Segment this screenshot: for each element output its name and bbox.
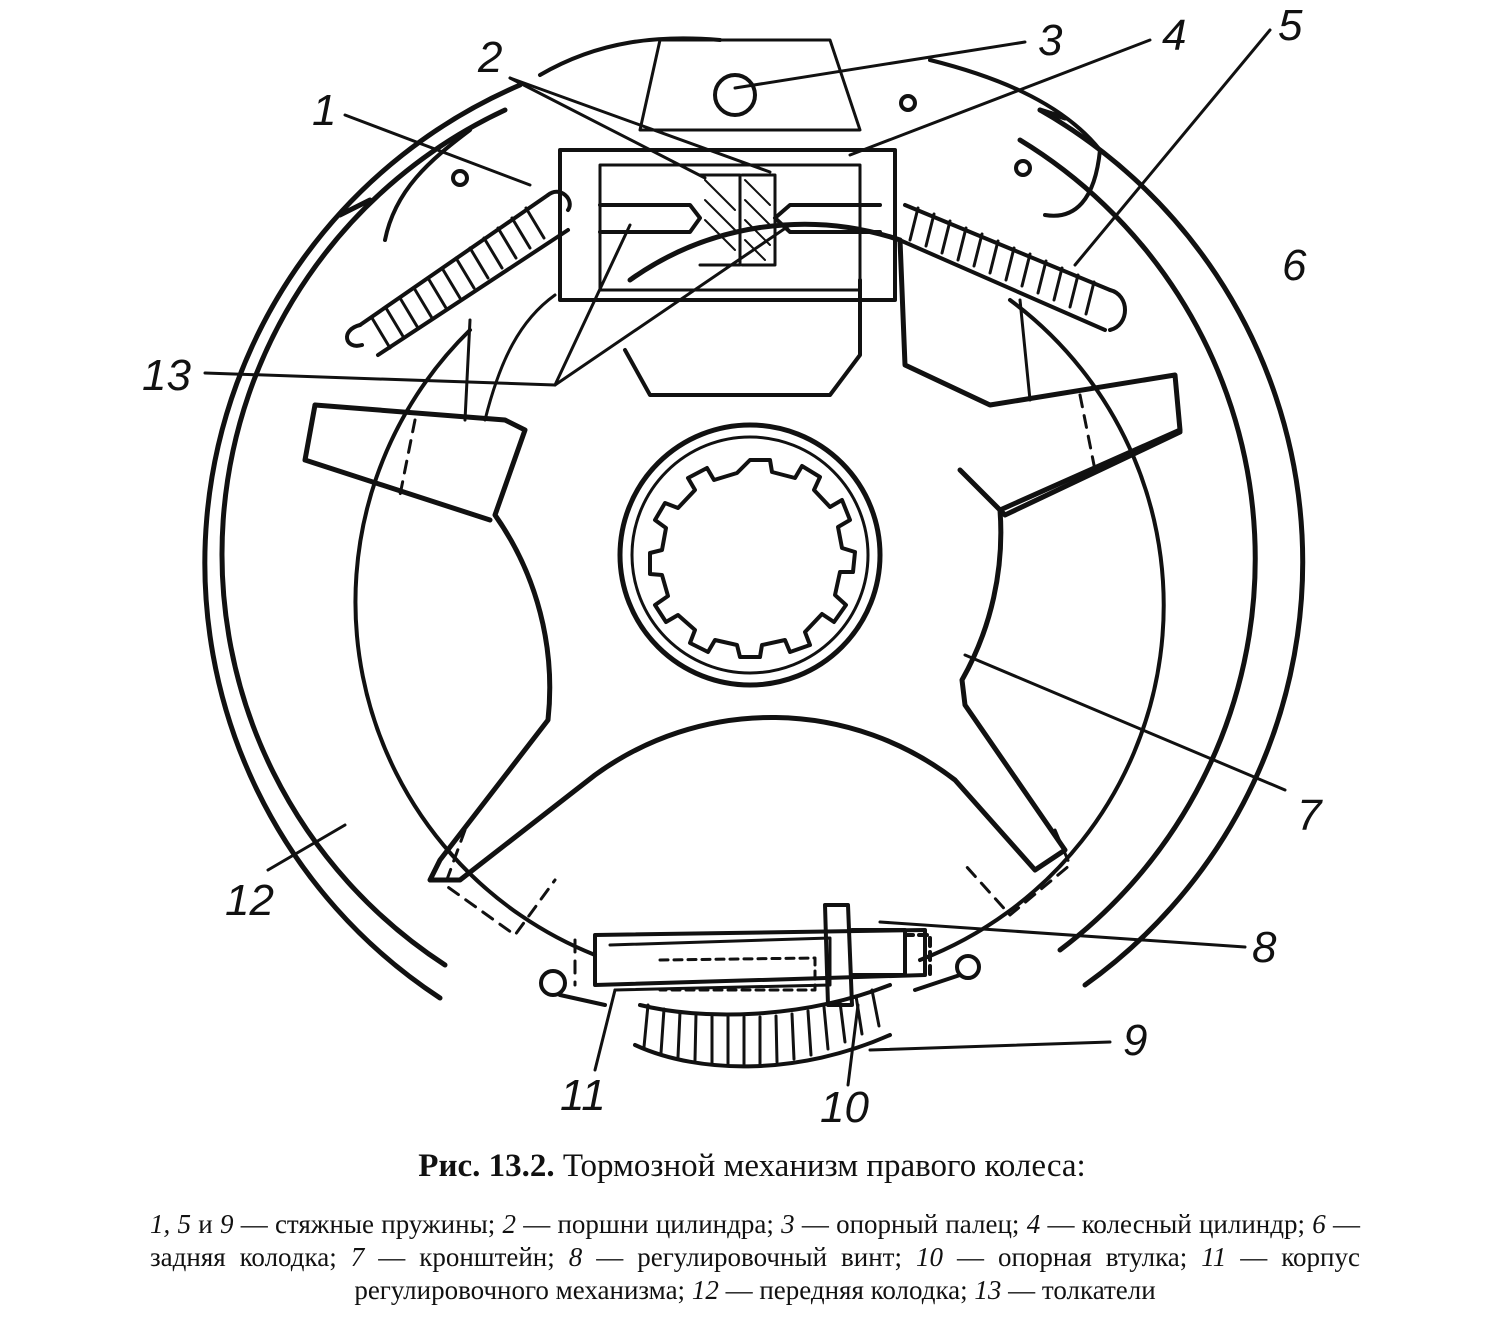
legend-item: 11 — корпус регулировочного механизма;: [354, 1242, 1360, 1305]
upper-spring-left: [345, 189, 572, 357]
lower-spring: [633, 983, 892, 1069]
callout-labels: 1 2 3 4 5 6 7 8 9 10 11 12 13: [142, 1, 1323, 1132]
dashed-guides: [398, 393, 1097, 987]
legend-item: 6 — задняя колодка;: [150, 1209, 1360, 1272]
callout-9: 9: [1123, 1016, 1147, 1065]
bracket: [302, 221, 1183, 883]
legend-item: 12 — передняя колодка;: [691, 1275, 975, 1305]
wheel-cylinder: [558, 148, 897, 302]
upper-spring-right: [893, 203, 1127, 332]
legend-item: 4 — колесный цилиндр;: [1026, 1209, 1313, 1239]
callout-5: 5: [1278, 1, 1303, 50]
callout-11: 11: [560, 1071, 606, 1120]
callout-6: 6: [1282, 241, 1307, 290]
brake-mechanism-drawing: 1 2 3 4 5 6 7 8 9 10 11 12 13: [142, 1, 1323, 1132]
callout-13: 13: [142, 351, 191, 400]
adjuster: [539, 903, 981, 1007]
callout-12: 12: [225, 876, 274, 925]
legend-item: 13 — толкатели: [974, 1275, 1156, 1305]
spline-ring: [648, 458, 857, 659]
figure-title: Тормозной механизм правого колеса:: [562, 1148, 1086, 1184]
callout-10: 10: [820, 1083, 869, 1132]
legend-item: 3 — опорный палец;: [781, 1209, 1027, 1239]
legend-item: 7 — кронштейн;: [350, 1242, 569, 1272]
legend-item: 1, 5 и 9 — стяжные пружины;: [150, 1209, 503, 1239]
rear-shoe-lining: [1017, 107, 1306, 988]
legend-item: 10 — опорная втулка;: [915, 1242, 1202, 1272]
leader-lines: [203, 28, 1287, 1087]
figure-legend: 1, 5 и 9 — стяжные пружины; 2 — поршни ц…: [150, 1208, 1360, 1307]
front-shoe-lining: [202, 82, 523, 1001]
callout-7: 7: [1297, 791, 1323, 840]
hub: [617, 422, 883, 688]
callout-8: 8: [1252, 923, 1277, 972]
callout-4: 4: [1162, 11, 1186, 60]
callout-1: 1: [312, 86, 336, 135]
figure-caption-title: Рис. 13.2. Тормозной механизм правого ко…: [0, 1148, 1504, 1185]
anchor-pin: [383, 36, 1102, 242]
figure-number: Рис. 13.2.: [418, 1148, 555, 1184]
legend-item: 2 — поршни цилиндра;: [502, 1209, 782, 1239]
callout-2: 2: [477, 33, 502, 82]
callout-3: 3: [1038, 16, 1063, 65]
legend-item: 8 — регулировочный винт;: [568, 1242, 916, 1272]
